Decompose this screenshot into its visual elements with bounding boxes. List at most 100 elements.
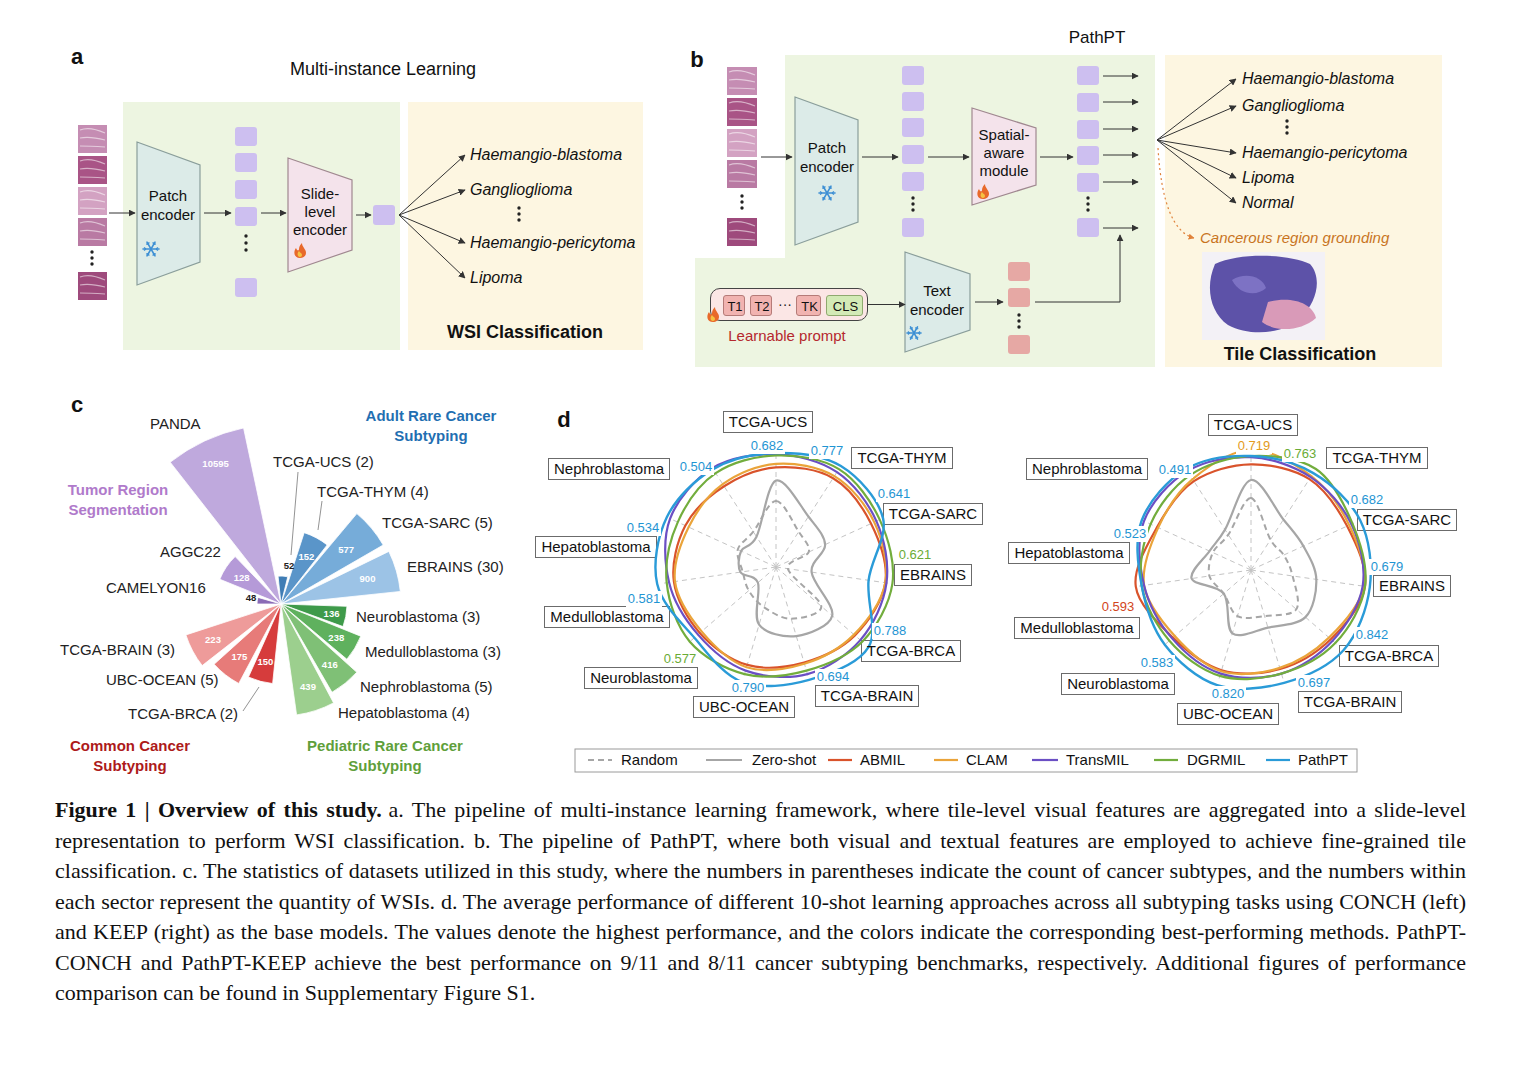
flow-arrow — [862, 157, 898, 158]
sector-count: 136 — [324, 608, 340, 619]
axis-label: TCGA-THYM — [857, 449, 946, 467]
value-label: 0.820 — [1210, 686, 1247, 702]
text-label: Haemangio-pericytoma — [470, 233, 635, 252]
radar-axis — [776, 567, 808, 676]
text-holder: 0.621 — [897, 547, 934, 563]
text-holder: CLAM — [966, 751, 1008, 769]
axis-label-box: TCGA-UCS — [1208, 414, 1298, 436]
tissue-texture — [80, 230, 105, 233]
wsi-tissue — [1232, 276, 1266, 293]
axis-label-box: TCGA-UCS — [723, 411, 813, 433]
axis-label: Neuroblastoma — [1067, 675, 1169, 693]
feature-token — [235, 180, 257, 199]
radar-axis — [1219, 570, 1251, 679]
ellipsis-dot — [1086, 202, 1089, 205]
frozen-icon — [156, 249, 158, 251]
text-holder: 0.763 — [1282, 446, 1319, 462]
text-holder: 150 — [258, 656, 274, 667]
ellipsis-dot — [244, 241, 247, 244]
ellipsis-dot — [1285, 131, 1288, 134]
text-holder: Hepatoblastoma (4) — [338, 704, 470, 722]
ellipsis-dot — [90, 250, 93, 253]
text-label: Multi-instance Learning — [290, 59, 476, 81]
text-holder: 52 — [284, 560, 295, 571]
feature-token — [1008, 262, 1030, 281]
rose-sector — [257, 597, 281, 604]
text-holder: 0.788 — [872, 623, 909, 639]
tissue-tile — [727, 160, 757, 188]
tissue-texture — [729, 102, 755, 106]
text-label: TCGA-SARC (5) — [382, 514, 493, 532]
frozen-icon — [820, 191, 822, 193]
value-label: 0.790 — [730, 680, 767, 696]
frozen-icon — [152, 242, 154, 244]
sector-count: 10595 — [202, 458, 228, 469]
sector-count: 577 — [338, 544, 354, 555]
radar-curve — [673, 467, 886, 668]
tissue-tile — [727, 129, 757, 157]
trainable-icon — [294, 243, 306, 258]
axis-label: TCGA-SARC — [889, 505, 977, 523]
text-holder: TCGA-SARC (5) — [382, 514, 493, 532]
radar-axis — [744, 567, 776, 676]
flow-arrow — [204, 213, 231, 214]
text-holder: TK — [801, 299, 818, 315]
feature-token — [235, 153, 257, 172]
tissue-tile — [727, 67, 757, 95]
legend-text: PathPT — [1298, 751, 1348, 769]
legend-text: CLAM — [966, 751, 1008, 769]
text-holder: AGGC22 — [160, 543, 221, 561]
text-holder: 0.719 — [1236, 438, 1273, 454]
tissue-tile — [727, 218, 757, 246]
flow-arrow — [1103, 102, 1138, 103]
text-label: Pediatric Rare Cancer Subtyping — [298, 736, 473, 776]
text-holder: Haemangio-pericytoma — [470, 233, 635, 252]
axis-label-box: Nephroblastoma — [1026, 458, 1148, 480]
text-holder: ··· — [778, 296, 792, 313]
text-holder: Ganglioglioma — [1242, 96, 1344, 115]
text-label: a — [71, 44, 83, 70]
tissue-texture — [80, 168, 105, 171]
axis-label: TCGA-BRCA — [867, 642, 955, 660]
radar-axis — [1251, 523, 1355, 570]
axis-label: Medulloblastoma — [1020, 619, 1133, 637]
radar-axis — [1189, 474, 1251, 570]
frozen-icon — [916, 336, 918, 338]
text-holder: 0.641 — [876, 486, 913, 502]
frozen-icon — [148, 242, 150, 244]
text-label: Haemangio-blastoma — [470, 145, 622, 164]
flame-core — [298, 251, 302, 257]
radar-curve — [1141, 456, 1366, 679]
tissue-texture — [80, 276, 105, 280]
shape-fill — [795, 97, 858, 245]
leader-line — [291, 472, 298, 555]
frozen-icon — [828, 186, 830, 188]
frozen-icon — [911, 327, 918, 339]
flow-arrow — [1103, 76, 1138, 77]
tissue-texture — [80, 293, 105, 294]
frozen-icon — [143, 248, 159, 250]
text-holder: 0.581 — [626, 591, 663, 607]
frozen-icon — [819, 192, 835, 194]
tissue-texture — [729, 239, 755, 240]
radar-axis — [776, 567, 889, 583]
encoder-trapezoid: Patch encoder — [795, 97, 858, 245]
feature-token — [902, 118, 924, 137]
feature-token — [235, 278, 257, 297]
radar-curve — [739, 480, 833, 636]
feature-token — [1077, 93, 1099, 112]
flow-arrow — [1103, 129, 1138, 130]
text-holder: 238 — [328, 632, 344, 643]
tissue-texture — [80, 146, 105, 147]
value-label: 0.504 — [678, 459, 715, 475]
leader-line — [243, 687, 259, 711]
axis-label: UBC-OCEAN — [1183, 705, 1273, 723]
axis-label: TCGA-THYM — [1332, 449, 1421, 467]
text-holder: TCGA-BRCA (2) — [128, 705, 238, 723]
axis-label: EBRAINS — [1379, 577, 1445, 595]
text-holder: PathPT — [1069, 28, 1126, 48]
feature-token — [1008, 288, 1030, 307]
ellipsis-dot — [517, 206, 520, 209]
flow-arrow — [261, 213, 286, 214]
text-label: EBRAINS (30) — [407, 558, 504, 576]
